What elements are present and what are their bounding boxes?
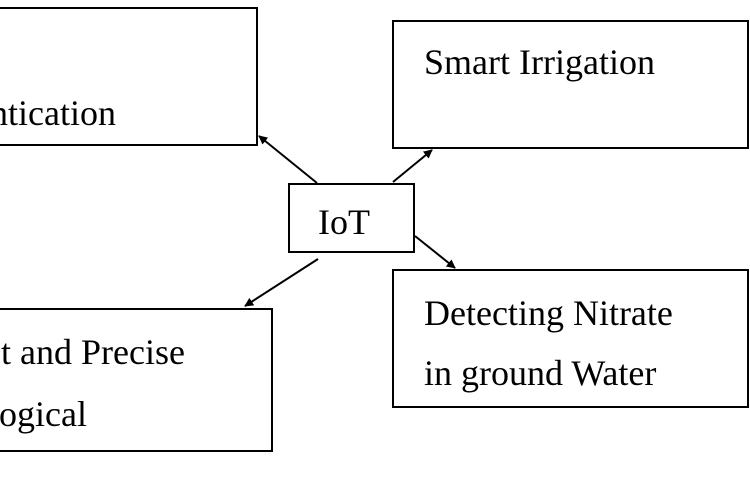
node-bottom-left: t and Precise ogical <box>0 308 273 452</box>
arrow-to-top-left <box>258 135 318 184</box>
node-iot: IoT <box>288 183 415 253</box>
node-detecting-nitrate-text-line-1: Detecting Nitrate <box>424 293 673 333</box>
node-smart-irrigation-text: Smart Irrigation <box>424 42 655 82</box>
arrow-to-detecting-nitrate <box>414 235 456 269</box>
node-bottom-left-text-line-2: ogical <box>0 394 87 434</box>
node-smart-irrigation: Smart Irrigation <box>392 20 749 149</box>
node-detecting-nitrate-text-line-2: in ground Water <box>424 353 657 393</box>
node-detecting-nitrate: Detecting Nitrate in ground Water <box>392 269 749 408</box>
arrow-to-smart-irrigation <box>392 149 433 183</box>
node-bottom-left-text-line-1: t and Precise <box>1 332 185 372</box>
node-top-left-text: ntication <box>0 93 116 133</box>
node-top-left: ntication <box>0 7 258 146</box>
node-iot-text: IoT <box>318 202 370 242</box>
arrow-to-bottom-left <box>244 258 319 307</box>
